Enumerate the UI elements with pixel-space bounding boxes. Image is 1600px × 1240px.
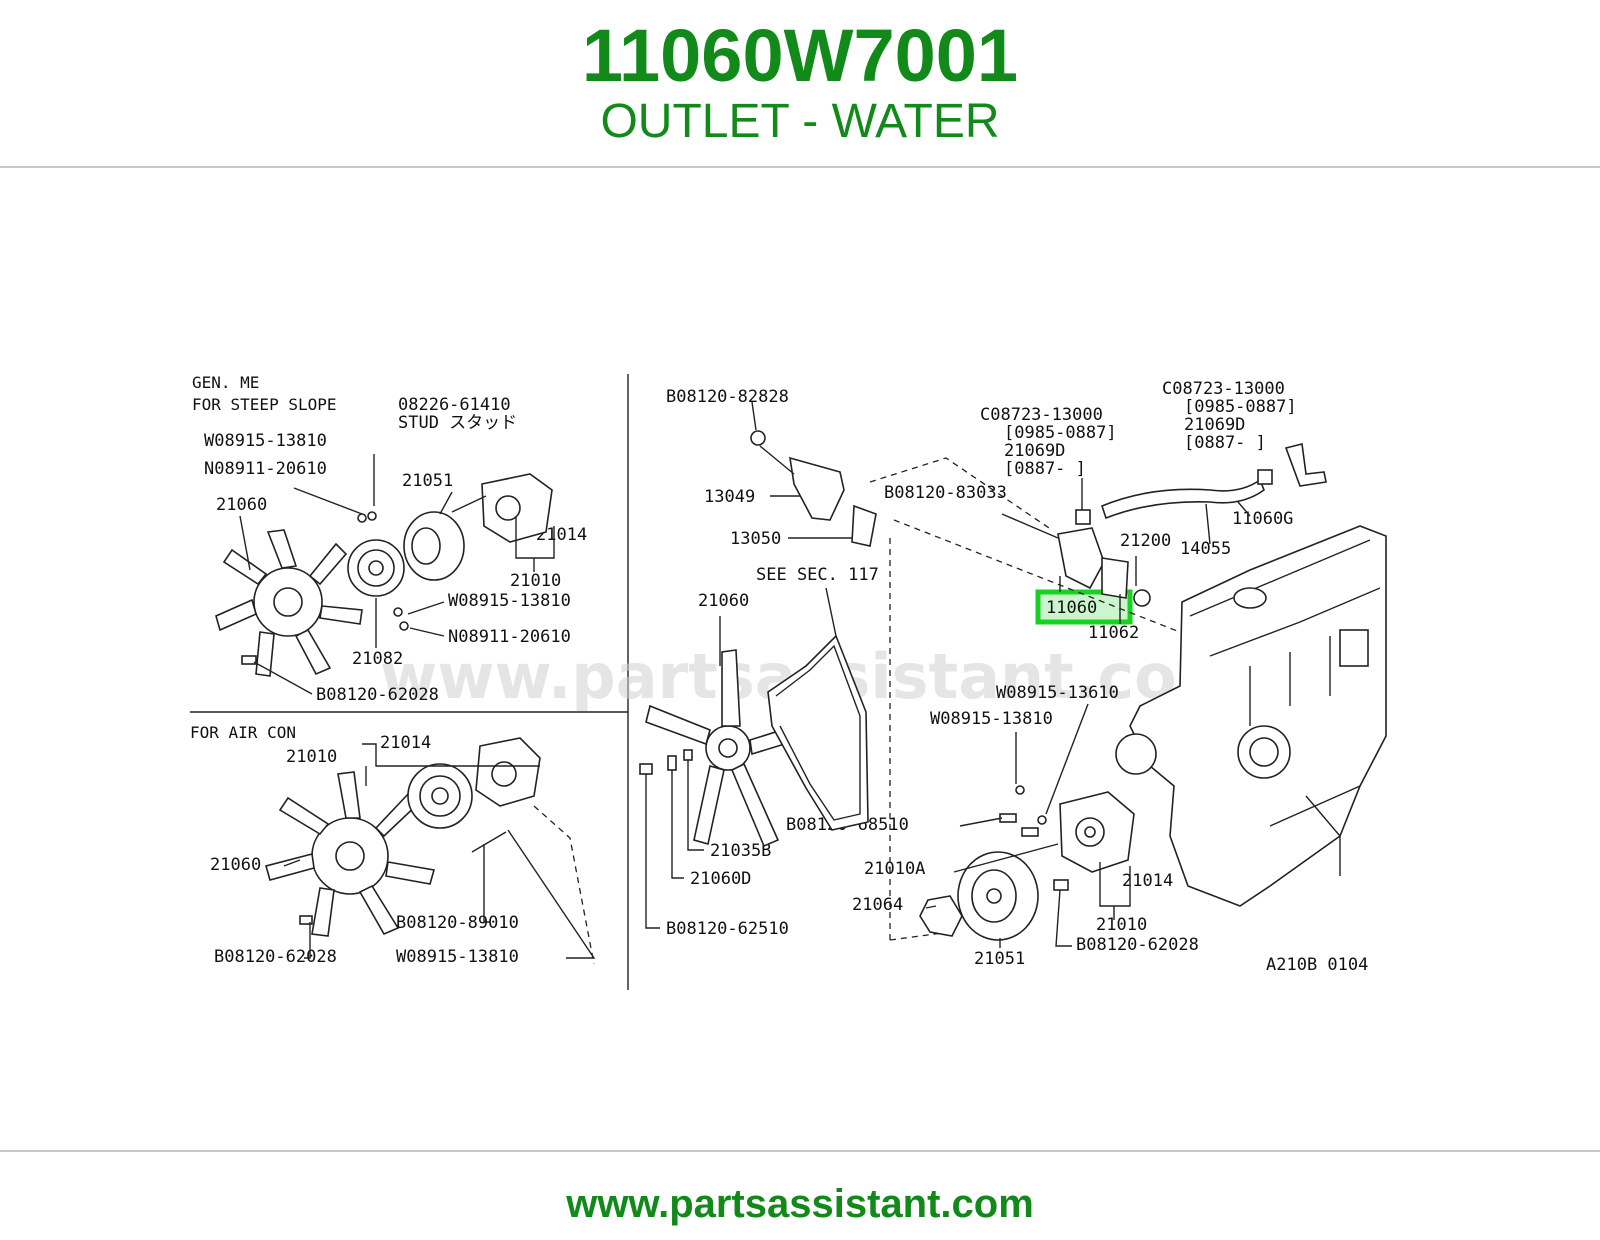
label-lt-21082: 21082	[352, 649, 403, 669]
part-number-title: 11060W7001	[581, 14, 1019, 97]
label-b-08120-82828: B08120-82828	[666, 387, 789, 407]
label-lb-21014: 21014	[380, 733, 431, 753]
label-21069d-a: 21069D	[1004, 441, 1065, 461]
label-c-08723-a: C08723-13000	[980, 405, 1103, 425]
header-divider	[0, 166, 1600, 168]
label-lb-21060: 21060	[210, 855, 261, 875]
page-header: 11060W7001 OUTLET - WATER	[0, 0, 1600, 168]
left-bottom-drawing	[265, 737, 596, 965]
label-lt-21014: 21014	[536, 525, 587, 545]
label-lb-w-08915-13810: W08915-13810	[396, 947, 519, 967]
website-link[interactable]: www.partsassistant.com	[566, 1182, 1034, 1226]
label-lb-b-08120-89010: B08120-89010	[396, 913, 519, 933]
label-lt-b-08120: B08120-62028	[316, 685, 439, 705]
label-lb-b-08120-62028: B08120-62028	[214, 947, 337, 967]
parts-diagram: www.partsassistant.com GEN. ME FOR STEEP…	[190, 373, 1387, 990]
label-see-sec-117: SEE SEC. 117	[756, 565, 879, 585]
label-11062: 11062	[1088, 623, 1139, 643]
label-range-0985-a: [0985-0887]	[1004, 423, 1117, 443]
stud-part-number: 08226-61410	[398, 395, 511, 415]
left-top-drawing	[215, 454, 555, 695]
label-w-08915-13610: W08915-13610	[996, 683, 1119, 703]
stud-label: STUD スタッド	[398, 413, 517, 433]
label-range-0887-b: [0887- ]	[1184, 433, 1266, 453]
label-lt-21060: 21060	[216, 495, 267, 515]
label-13050: 13050	[730, 529, 781, 549]
part-name-subtitle: OUTLET - WATER	[600, 95, 1000, 148]
figure-code: A210B 0104	[1266, 955, 1368, 975]
label-21060d: 21060D	[690, 869, 751, 889]
label-13049: 13049	[704, 487, 755, 507]
label-lt-w-08915-b: W08915-13810	[448, 591, 571, 611]
footer-divider	[0, 1150, 1600, 1152]
gen-me-label: GEN. ME	[192, 373, 259, 392]
label-range-0887-a: [0887- ]	[1004, 459, 1086, 479]
label-21035b: 21035B	[710, 841, 771, 861]
label-lt-21010: 21010	[510, 571, 561, 591]
air-con-label: FOR AIR CON	[190, 723, 296, 742]
label-21014-main: 21014	[1122, 871, 1173, 891]
label-21200: 21200	[1120, 531, 1171, 551]
label-11060g: 11060G	[1232, 509, 1293, 529]
label-c-08723-b: C08723-13000	[1162, 379, 1285, 399]
label-21051-main: 21051	[974, 949, 1025, 969]
label-lt-w-08915: W08915-13810	[204, 431, 327, 451]
label-lb-21010: 21010	[286, 747, 337, 767]
label-11060-highlighted[interactable]: 11060	[1046, 598, 1097, 618]
label-range-0985-b: [0985-0887]	[1184, 397, 1297, 417]
label-lt-n-08911: N08911-20610	[204, 459, 327, 479]
label-21010-main: 21010	[1096, 915, 1147, 935]
label-21064: 21064	[852, 895, 903, 915]
label-14055: 14055	[1180, 539, 1231, 559]
label-21010a: 21010A	[864, 859, 925, 879]
label-lt-21051: 21051	[402, 471, 453, 491]
highlight-box-11060[interactable]	[1035, 589, 1133, 625]
label-b-08120-62510: B08120-62510	[666, 919, 789, 939]
label-lt-n-08911-b: N08911-20610	[448, 627, 571, 647]
steep-slope-label: FOR STEEP SLOPE	[192, 395, 337, 414]
label-21069d-b: 21069D	[1184, 415, 1245, 435]
main-panel-drawing	[639, 401, 1387, 948]
label-b-08120-83033: B08120-83033	[884, 483, 1007, 503]
label-w-08915-13810: W08915-13810	[930, 709, 1053, 729]
label-b-08120-62028-main: B08120-62028	[1076, 935, 1199, 955]
label-21060-main: 21060	[698, 591, 749, 611]
